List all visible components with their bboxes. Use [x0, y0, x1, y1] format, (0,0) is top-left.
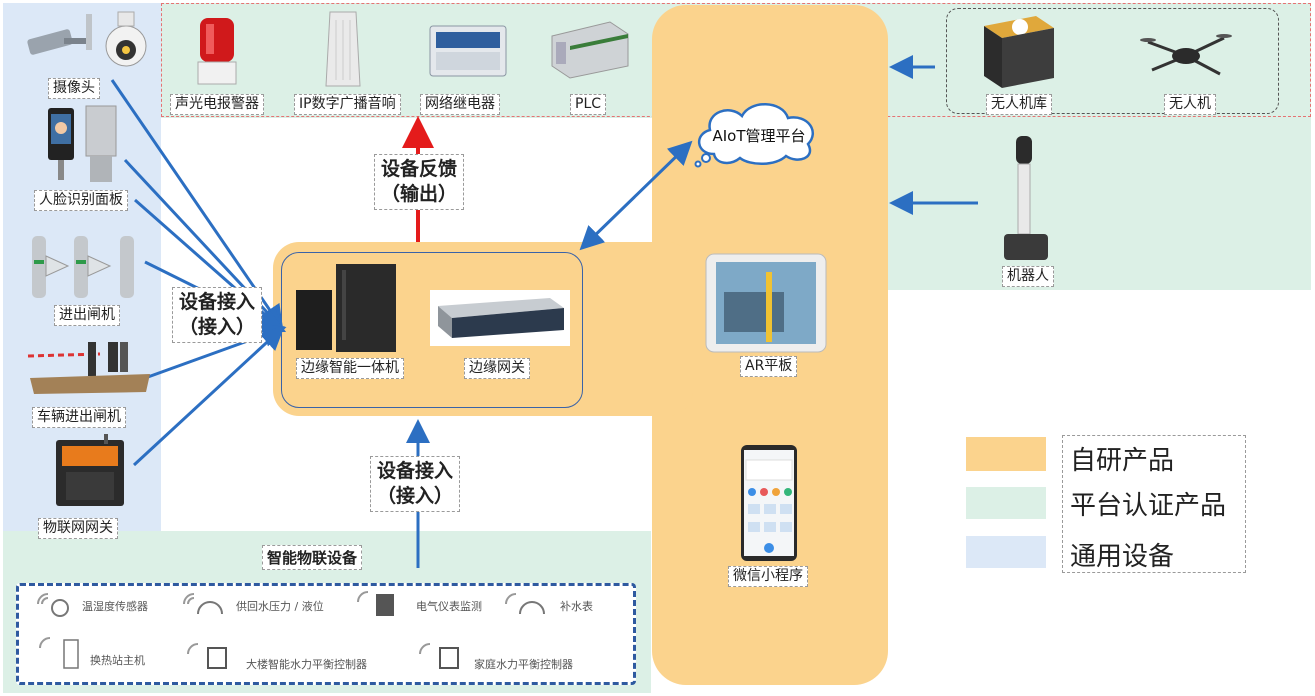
wifi-sensor-icon	[183, 593, 223, 615]
legend-swatch-self-research	[966, 437, 1046, 471]
sensor-building-balance: 大楼智能水力平衡控制器	[246, 658, 367, 671]
label-turnstile: 进出闸机	[54, 305, 120, 326]
barrier-gate-icon	[27, 342, 150, 394]
sensor-heat-exchange: 换热站主机	[90, 654, 145, 667]
access-left-line2: （接入）	[179, 316, 256, 338]
cloud-icon	[694, 103, 814, 168]
wifi-sensor-icon	[357, 591, 394, 616]
camera-icon	[27, 11, 147, 67]
tablet-icon	[705, 253, 827, 353]
label-barrier-gate: 车辆进出闸机	[32, 407, 126, 428]
label-face-panel: 人脸识别面板	[34, 190, 128, 211]
legend-swatch-platform	[966, 487, 1046, 519]
arrow-gateway	[132, 325, 285, 467]
relay-icon	[429, 25, 507, 77]
turnstile-icon	[32, 236, 134, 298]
label-mini-program: 微信小程序	[728, 566, 808, 587]
wifi-sensor-icon	[419, 643, 459, 669]
legend-platform: 平台认证产品	[1070, 491, 1227, 521]
label-drone-hangar: 无人机库	[986, 94, 1052, 115]
server-icon	[430, 290, 570, 346]
pc-icon	[296, 264, 396, 352]
platform-title: AIoT管理平台	[712, 127, 806, 145]
drone-group-frame	[946, 8, 1279, 114]
speaker-icon	[325, 11, 361, 87]
label-alarm-light: 声光电报警器	[170, 94, 264, 115]
sensor-panel	[16, 583, 636, 685]
drone-icon	[1140, 34, 1232, 76]
sensor-temp-humidity: 温湿度传感器	[82, 600, 148, 613]
label-relay: 网络继电器	[420, 94, 500, 115]
wifi-sensor-icon	[187, 643, 227, 669]
label-iot-gateway: 物联网网关	[38, 518, 118, 539]
label-camera: 摄像头	[48, 78, 100, 99]
plc-icon	[551, 21, 629, 79]
legend-text-frame	[1062, 435, 1246, 573]
sensor-makeup-water: 补水表	[560, 600, 593, 613]
label-plc: PLC	[570, 94, 607, 115]
drone-hangar-icon	[984, 16, 1054, 88]
robot-icon	[1004, 136, 1048, 260]
feedback-line2: （输出）	[381, 183, 458, 205]
label-robot: 机器人	[1002, 266, 1054, 287]
label-ar-tablet: AR平板	[740, 356, 798, 377]
access-left-label: 设备接入 （接入）	[172, 287, 263, 343]
sensor-home-balance: 家庭水力平衡控制器	[474, 658, 573, 671]
alarm-light-icon	[197, 18, 237, 85]
arrow-camera	[110, 79, 284, 330]
feedback-label: 设备反馈 （输出）	[374, 154, 465, 210]
sensor-water-pressure: 供回水压力 / 液位	[236, 600, 324, 613]
arrow-platform-edge	[579, 140, 693, 251]
legend-self-research: 自研产品	[1070, 446, 1175, 476]
wifi-sensor-icon	[37, 593, 69, 617]
access-left-line1: 设备接入	[179, 291, 256, 313]
label-drone: 无人机	[1164, 94, 1216, 115]
wifi-sensor-icon	[39, 637, 79, 669]
label-pc: 边缘智能一体机	[296, 358, 404, 379]
label-server: 边缘网关	[464, 358, 530, 379]
phone-icon	[741, 445, 797, 561]
iot-gateway-icon	[56, 434, 124, 506]
feedback-line1: 设备反馈	[381, 158, 458, 180]
access-bottom-label: 设备接入 （接入）	[370, 456, 461, 512]
access-bottom-line2: （接入）	[377, 485, 454, 507]
sensor-electric-meter: 电气仪表监测	[416, 600, 482, 613]
access-bottom-line1: 设备接入	[377, 460, 454, 482]
face-panel-icon	[48, 105, 117, 182]
legend-swatch-general	[966, 536, 1046, 568]
legend-general: 通用设备	[1070, 542, 1175, 572]
label-speaker: IP数字广播音响	[294, 94, 401, 115]
wifi-sensor-icon	[505, 593, 545, 615]
iot-section-title: 智能物联设备	[262, 545, 363, 570]
